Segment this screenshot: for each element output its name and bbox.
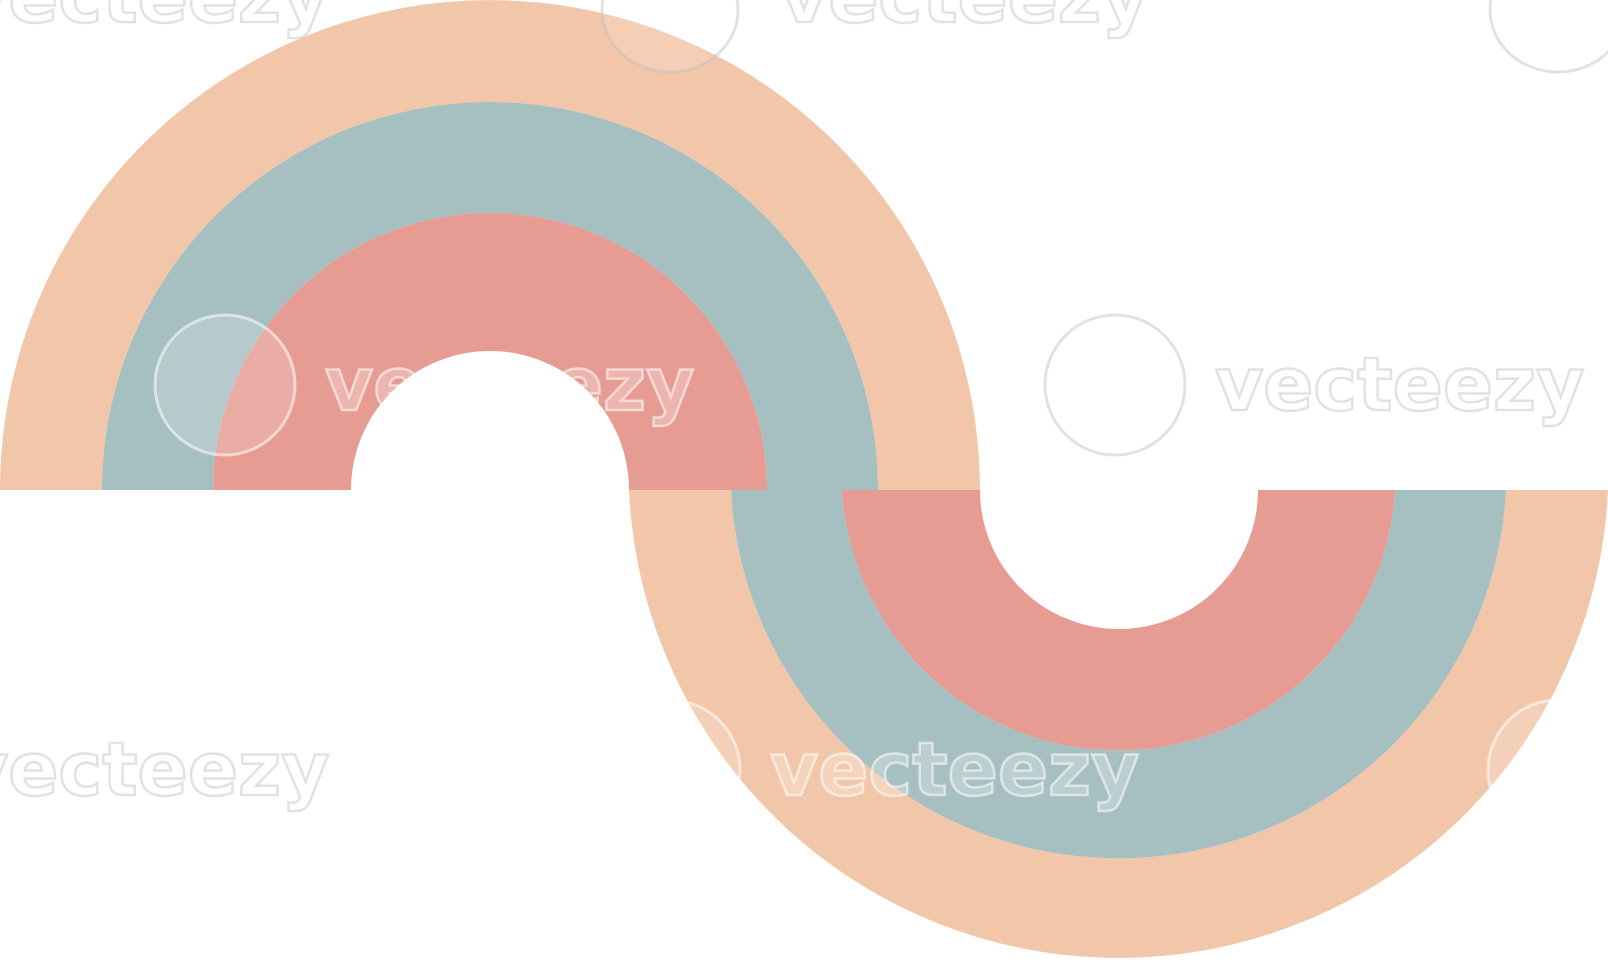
upper-arch-middle-band	[102, 102, 878, 490]
lower-arch-middle-band	[731, 490, 1506, 859]
upper-arch	[0, 0, 980, 491]
lower-arch-outer-band	[629, 490, 1608, 958]
lower-arch-inner-band	[842, 490, 1395, 751]
upper-arch-outer-band	[0, 0, 980, 491]
upper-arch-inner-band	[213, 213, 767, 490]
lower-arch	[629, 490, 1608, 958]
